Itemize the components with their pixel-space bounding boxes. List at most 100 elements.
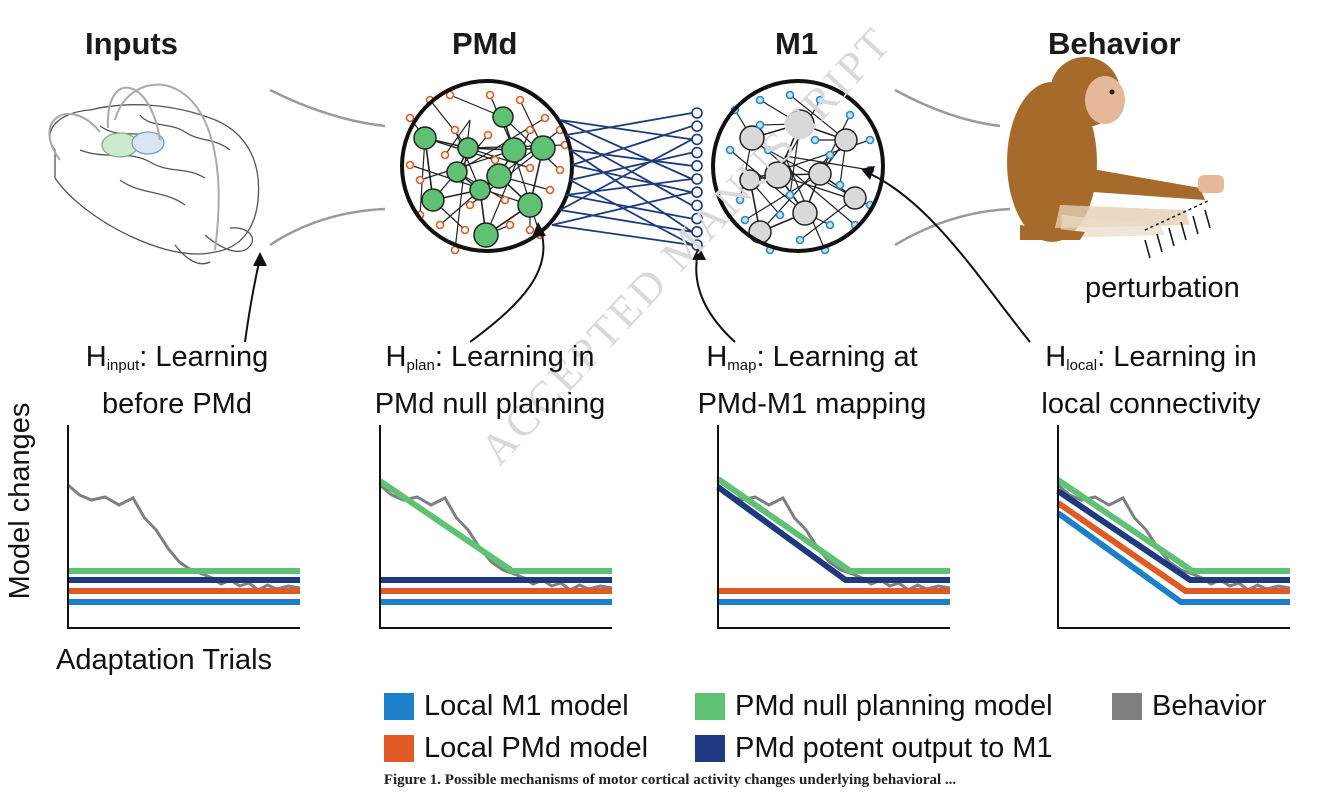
behavior-trace: [1057, 483, 1291, 592]
legend-label: PMd potent output to M1: [735, 731, 1053, 764]
pmd-m1-connections: [551, 107, 703, 251]
m1-unit: [775, 210, 785, 220]
pmd-node: [421, 188, 445, 212]
hypothesis-line2: PMd null planning: [374, 388, 606, 420]
model-change-charts: [67, 425, 1291, 629]
h-text: : Learning in: [1097, 341, 1257, 373]
connection-line: [569, 149, 693, 233]
arm-shadow: [1060, 215, 1165, 238]
m1-unit: [755, 120, 765, 130]
connection-line: [551, 224, 693, 246]
m1-region: [131, 131, 165, 155]
pmd-potent-line: [716, 484, 950, 583]
legend-swatch: [695, 692, 725, 720]
pmd-unit: [545, 185, 555, 195]
pmd-unit: [405, 113, 415, 123]
arrowhead: [861, 166, 875, 180]
m1-node: [739, 125, 765, 151]
h-letter: H: [85, 341, 107, 373]
pmd-node: [530, 135, 556, 161]
connection-line: [571, 125, 693, 166]
monkey-eye: [1109, 89, 1115, 95]
behavior-trace: [379, 483, 613, 592]
brain-sulcus: [79, 149, 206, 179]
pmd-unit: [415, 175, 425, 185]
pmd-edge: [409, 164, 531, 206]
arrow-h-map: [695, 251, 736, 343]
m1-node: [739, 169, 761, 191]
hypothesis-line1: Hinput: Learning: [52, 338, 302, 385]
pmd-node: [413, 126, 437, 150]
m1-unit: [755, 95, 765, 105]
m1-unit: [810, 135, 820, 145]
hypothesis-line1: Hlocal: Learning in: [1006, 338, 1296, 385]
m1-input-unit: [691, 226, 703, 238]
connection-line: [559, 119, 693, 180]
perturbation-label: perturbation: [1085, 272, 1240, 304]
hypothesis-line2: PMd-M1 mapping: [697, 388, 927, 420]
connection-line: [565, 178, 693, 196]
monkey-hand: [1198, 175, 1224, 193]
legend-pmd-null: PMd null planning model: [695, 689, 1053, 723]
pmd-node: [501, 137, 527, 163]
bracket-curves: [269, 88, 1011, 247]
m1-node: [792, 200, 818, 226]
stage-behavior: Behavior: [1048, 26, 1181, 61]
h-letter: H: [706, 341, 728, 373]
legend-behavior: Behavior: [1112, 689, 1266, 723]
force-arrow: [1204, 209, 1211, 229]
arrow-h-plan: [469, 227, 545, 343]
connection-line: [551, 191, 693, 226]
chart-axes: [717, 425, 950, 629]
m1-input-unit: [691, 173, 703, 185]
perturbation-arrows: [1144, 199, 1211, 259]
cerebellum: [204, 227, 254, 252]
legend-label: Local M1 model: [424, 689, 629, 722]
arrowhead: [532, 222, 546, 237]
pmd-node: [446, 161, 468, 183]
m1-unit: [735, 195, 745, 205]
chart-h-local: [1056, 425, 1291, 629]
m1-unit: [845, 110, 855, 120]
chart-h-plan: [378, 425, 613, 629]
pmd-unit: [500, 195, 510, 205]
legend-swatch: [695, 734, 725, 762]
m1-input-unit: [691, 199, 703, 212]
m1-circle: [711, 79, 885, 253]
bracket-curve: [894, 207, 1011, 247]
hypothesis-arrows: [244, 171, 1031, 343]
pmd-unit: [485, 90, 495, 100]
arrowhead: [253, 252, 267, 266]
bracket-curve: [894, 88, 1001, 128]
pmd-unit: [525, 225, 535, 235]
legend-label: Behavior: [1152, 689, 1267, 722]
force-arrow: [1180, 221, 1187, 241]
pmd-unit: [540, 113, 550, 123]
monkey-illustration: [1007, 57, 1224, 242]
pmd-edge: [444, 119, 471, 156]
m1-input-unit: [691, 212, 703, 225]
input-arrow: [114, 83, 220, 251]
pmd-circle: [400, 79, 574, 253]
m1-unit: [740, 215, 750, 225]
h-subscript: map: [727, 357, 757, 374]
pmd-potent-line: [1056, 488, 1290, 583]
m1-node: [764, 161, 792, 189]
stage-inputs: Inputs: [85, 26, 178, 61]
m1-input-unit: [691, 120, 703, 132]
stage-m1: M1: [775, 26, 819, 61]
hypothesis-map: Hmap: Learning at PMd-M1 mapping: [662, 338, 962, 423]
m1-unit: [825, 150, 835, 160]
legend-pmd-potent: PMd potent output to M1: [695, 731, 1053, 765]
m1-node: [808, 162, 832, 186]
hypothesis-line2: before PMd: [102, 388, 252, 420]
connection-line: [565, 112, 693, 136]
stage-pmd: PMd: [452, 26, 518, 61]
input-arrow: [48, 113, 101, 161]
connection-line: [565, 134, 693, 207]
brain-sulcus: [139, 114, 231, 151]
pmd-unit: [465, 200, 475, 210]
pmd-unit: [525, 163, 535, 173]
chart-axes: [67, 425, 300, 629]
pmd-edge: [467, 147, 531, 169]
